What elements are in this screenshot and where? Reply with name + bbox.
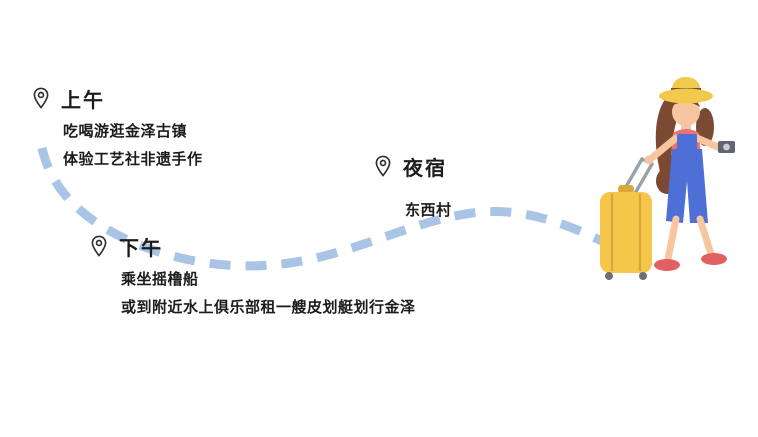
overalls-pants [666,149,708,223]
neck [681,122,691,131]
right-leg [696,215,715,258]
suitcase-top-handle [618,185,634,193]
left-shoe [654,259,680,271]
pin-dot [379,159,387,166]
left-leg [664,215,680,263]
suitcase-wheel [605,272,613,280]
stop-detail-line: 乘坐摇橹船 [121,271,199,288]
camera-lens [723,143,730,151]
stop-night-header: 夜宿 [372,152,452,181]
pin-outline [91,235,107,257]
location-pin-icon [88,234,110,260]
pin-dot [37,91,45,98]
suitcase [600,192,652,273]
stop-morning-header: 上午 [30,84,203,113]
face [672,98,700,126]
location-pin-icon [372,154,394,180]
left-arm [649,134,680,161]
location-pin-icon [30,86,52,112]
pin-dot [95,239,103,246]
hand [644,155,654,165]
stop-detail-line: 东西村 [405,202,452,219]
stop-afternoon-details: 乘坐摇橹船 或到附近水上俱乐部租一艘皮划艇划行金泽 [88,266,416,322]
right-shoe [701,253,727,265]
stop-detail-line: 或到附近水上俱乐部租一艘皮划艇划行金泽 [121,299,416,316]
stop-morning-details: 吃喝游逛金泽古镇 体验工艺社非遗手作 [30,118,203,174]
pin-outline [33,87,49,109]
overalls-bib [677,134,697,151]
traveler-illustration [600,77,735,280]
right-arm [693,134,724,152]
hat-brim [659,88,713,104]
stop-night-title: 夜宿 [403,158,447,180]
stop-night: 夜宿 东西村 [372,152,452,225]
stop-detail-line: 吃喝游逛金泽古镇 [63,123,188,140]
stop-afternoon-title: 下午 [119,238,163,260]
stop-detail-line: 体验工艺社非遗手作 [63,151,203,168]
stop-morning: 上午 吃喝游逛金泽古镇 体验工艺社非遗手作 [30,84,203,174]
suitcase-wheel [639,272,647,280]
stop-morning-title: 上午 [61,90,105,112]
pin-outline [375,155,391,177]
stop-night-details: 东西村 [372,197,452,225]
stop-afternoon: 下午 乘坐摇橹船 或到附近水上俱乐部租一艘皮划艇划行金泽 [88,232,416,322]
stop-afternoon-header: 下午 [88,232,416,261]
